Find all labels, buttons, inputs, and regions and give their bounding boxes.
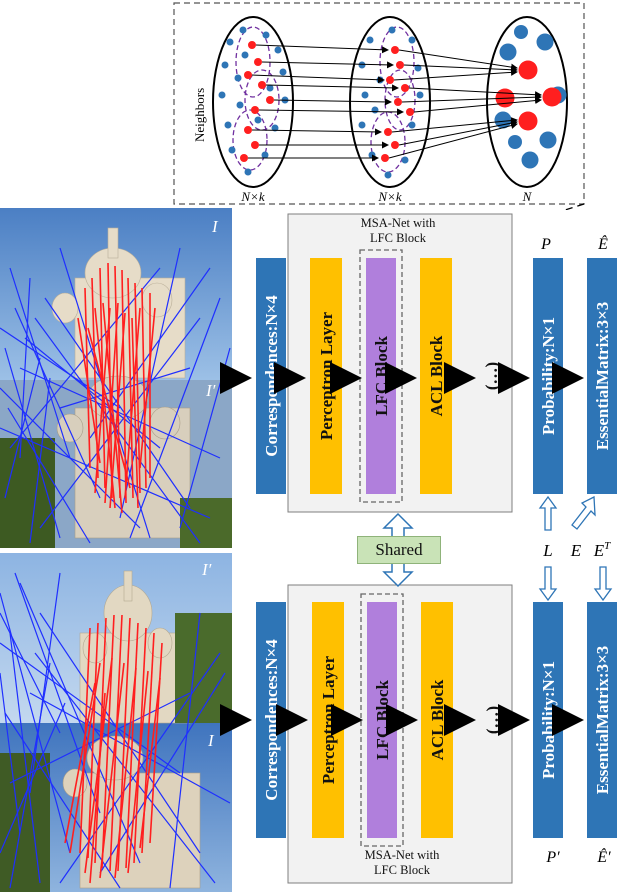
red-points-set-1 xyxy=(240,41,274,162)
top-output-ehat-label: Ê xyxy=(597,234,608,253)
l-arrow-top xyxy=(538,495,558,531)
bottom-output-p-label: P′ xyxy=(545,849,560,866)
loss-label-et-sup: T xyxy=(604,540,611,552)
top-probability-label: Probability:N×1 xyxy=(539,317,558,435)
outlier-matches-bottom xyxy=(0,572,231,889)
point-set xyxy=(486,16,568,188)
bottom-ellipsis-label: (…) xyxy=(483,706,502,734)
bottom-correspondences-label: Correspondences:N×4 xyxy=(262,639,281,801)
blue-points-set-1 xyxy=(218,26,289,176)
neighbor-set-2 xyxy=(349,16,431,188)
neighbor-set-1 xyxy=(212,16,294,188)
bottom-acl-label: ACL Block xyxy=(428,679,447,760)
l-arrow-bottom xyxy=(538,566,558,602)
loss-label-et-base: E xyxy=(593,541,605,560)
loss-label-et: ET xyxy=(593,540,611,560)
top-essential-block xyxy=(587,258,617,494)
top-correspondences-label: Correspondences:N×4 xyxy=(262,295,281,457)
bottom-caption-line2: LFC Block xyxy=(374,863,430,877)
inlier-matches-bottom xyxy=(64,614,163,884)
bottom-essential-label: EssentialMatrix:3×3 xyxy=(593,646,612,795)
bottom-essential-block xyxy=(587,602,617,838)
neighbor-arrows xyxy=(248,44,542,162)
image-label-I-bottom: I xyxy=(207,731,215,750)
et-arrow xyxy=(593,566,613,602)
bottom-output-ehat-label: Ê′ xyxy=(596,847,611,866)
top-ellipsis-label: (…) xyxy=(482,362,501,390)
image-label-I-top: I xyxy=(211,217,219,236)
bottom-perceptron-label: Perceptron Layer xyxy=(319,655,338,784)
top-perceptron-label: Perceptron Layer xyxy=(317,311,336,440)
image-label-Iprime-bottom: I′ xyxy=(201,560,212,579)
shared-label: Shared xyxy=(357,536,441,564)
top-caption-line2: LFC Block xyxy=(370,231,426,245)
loss-label-e: E xyxy=(570,541,582,560)
top-essential-label: EssentialMatrix:3×3 xyxy=(593,302,612,451)
top-output-p-label: P xyxy=(540,236,551,253)
top-caption-line1: MSA-Net with xyxy=(360,216,436,230)
bottom-module-caption: MSA-Net with LFC Block xyxy=(322,848,482,878)
group-label-2: N×k xyxy=(377,189,401,204)
top-module-caption: MSA-Net with LFC Block xyxy=(318,216,478,246)
image-label-Iprime-top: I′ xyxy=(205,381,216,400)
group-label-1: N×k xyxy=(240,189,264,204)
top-lfc-label: LFC Block xyxy=(372,336,391,416)
top-acl-label: ACL Block xyxy=(427,335,446,416)
red-points-set-2 xyxy=(381,46,414,162)
group-label-3: N xyxy=(522,189,533,204)
bottom-caption-line1: MSA-Net with xyxy=(364,848,440,862)
match-image-bottom: I′ I xyxy=(0,553,232,892)
e-arrow xyxy=(571,495,596,530)
match-image-top: I I′ xyxy=(0,208,232,548)
bottom-lfc-label: LFC Block xyxy=(373,680,392,760)
bottom-probability-label: Probability:N×1 xyxy=(539,661,558,779)
blue-points-set-2 xyxy=(358,26,424,179)
neighbors-label: Neighbors xyxy=(192,88,207,142)
inlier-matches-top xyxy=(77,262,156,514)
neighbor-graph-inset: Neighbors N×k N×k N xyxy=(173,2,585,210)
loss-label-l: L xyxy=(542,541,552,560)
